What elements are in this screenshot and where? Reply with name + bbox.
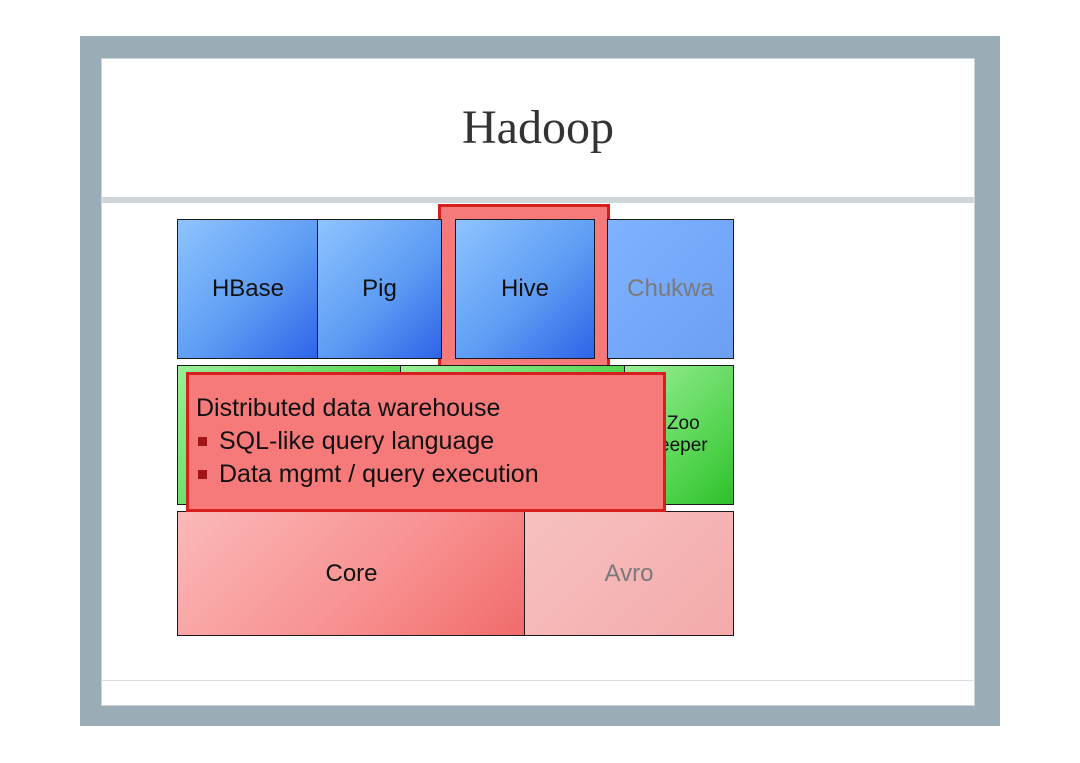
bullet-square-icon (198, 470, 207, 479)
hive-box: Hive (455, 219, 595, 359)
callout-bullet: Data mgmt / query execution (196, 460, 666, 489)
core-box: Core (177, 511, 526, 636)
bullet-square-icon (198, 437, 207, 446)
pig-box: Pig (317, 219, 442, 359)
hbase-box: HBase (177, 219, 319, 359)
callout-bullet-text: SQL-like query language (219, 427, 495, 455)
callout-bullet: SQL-like query language (196, 427, 666, 456)
chukwa-box: Chukwa (607, 219, 734, 359)
footer-divider (101, 680, 975, 681)
title-divider (101, 197, 975, 203)
zookeeper-label-line1: Zoo (666, 413, 700, 434)
slide-title: Hadoop (462, 101, 614, 154)
callout-bullet-text: Data mgmt / query execution (219, 460, 539, 488)
hive-description-callout: Distributed data warehouse SQL-like quer… (186, 372, 666, 512)
zookeeper-label-line2: eeper (659, 435, 708, 456)
callout-heading: Distributed data warehouse (196, 394, 501, 422)
avro-box: Avro (524, 511, 734, 636)
hive-description-callout-bg (186, 372, 666, 512)
